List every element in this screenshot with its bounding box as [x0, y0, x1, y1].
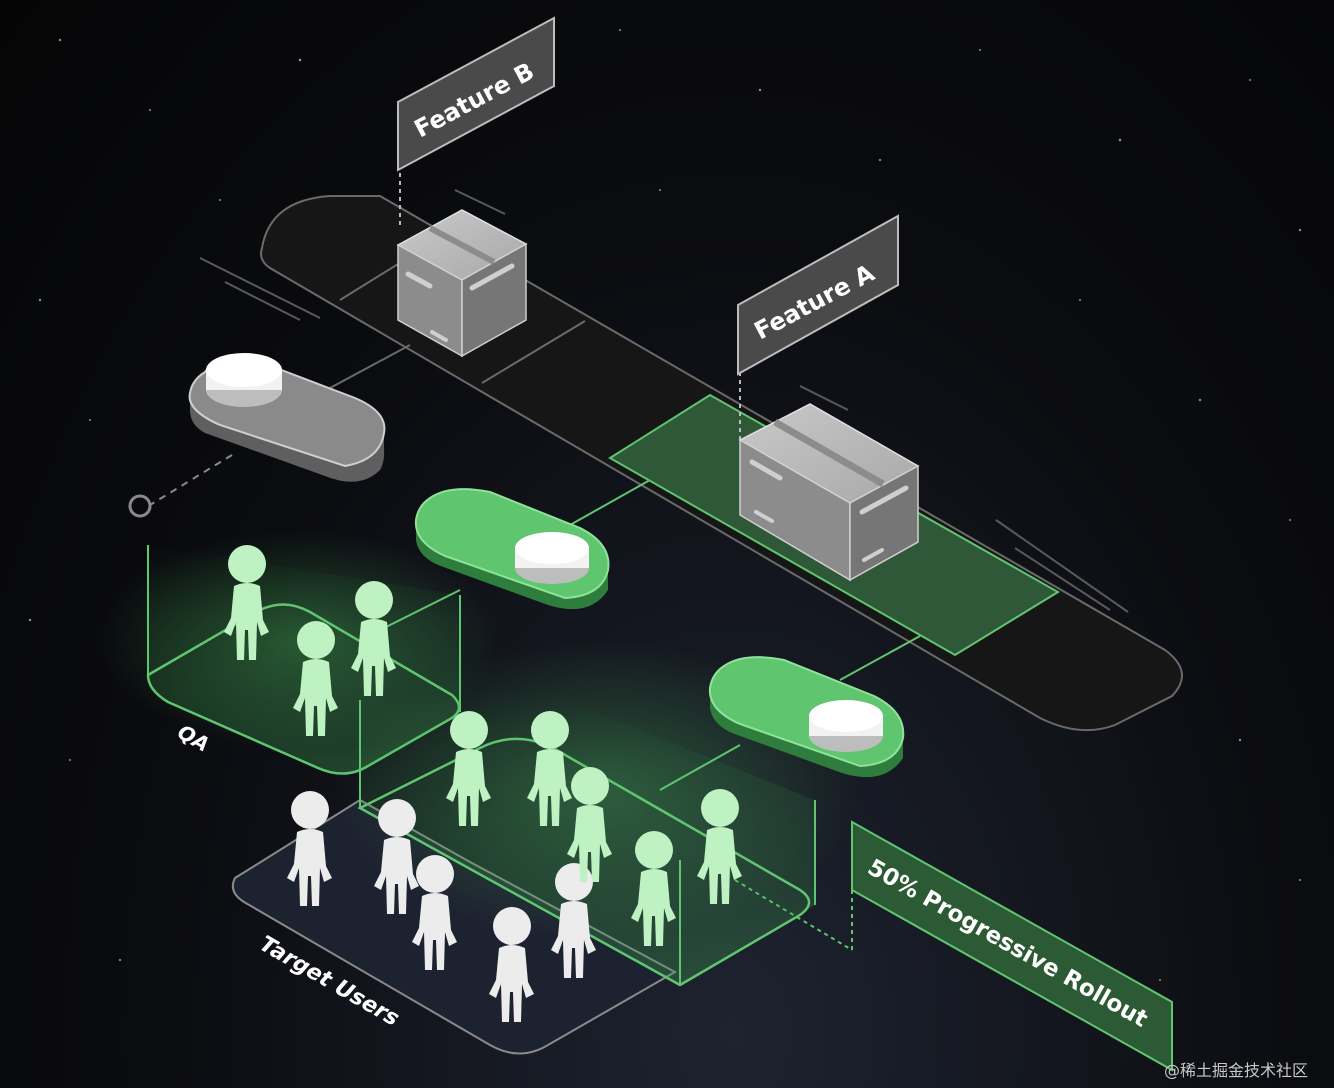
rollout-label: 50% Progressive Rollout — [863, 855, 1152, 1033]
rollout-tag: 50% Progressive Rollout — [851, 820, 1173, 1072]
star-field — [28, 29, 1302, 981]
feature-a-box-icon — [738, 403, 920, 582]
toggle-on-icon[interactable] — [414, 488, 610, 610]
target-users-zone: Target Users — [231, 798, 678, 1055]
feature-a-tag: Feature A — [737, 214, 899, 376]
feature-b-tag: Feature B — [397, 16, 555, 172]
watermark: @稀土掘金技术社区 — [1164, 1061, 1308, 1080]
toggle-on-icon[interactable] — [708, 656, 905, 778]
feature-b-box-icon — [396, 209, 528, 358]
endpoint-node — [128, 494, 152, 518]
toggle-off-icon[interactable] — [188, 353, 386, 482]
